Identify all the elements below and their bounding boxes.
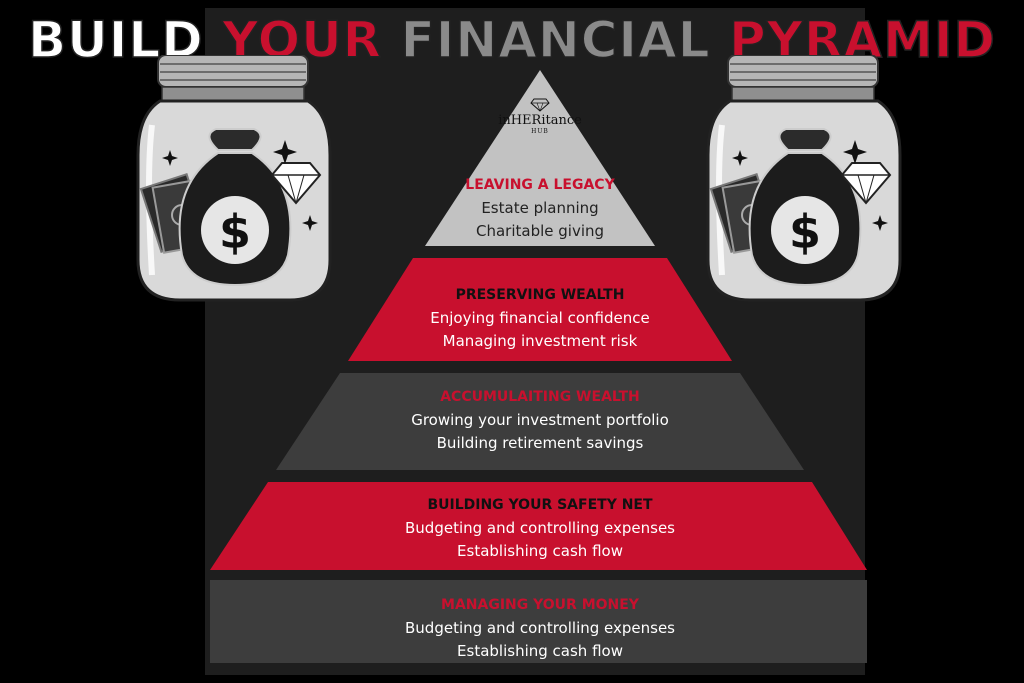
tier-4-line-1: Budgeting and controlling expenses bbox=[405, 519, 675, 537]
jar-lid bbox=[157, 55, 309, 102]
dollar-sign-icon: $ bbox=[219, 205, 251, 259]
tier-5-text: MANAGING YOUR MONEY Budgeting and contro… bbox=[340, 594, 740, 663]
logo-sub: HUB bbox=[531, 128, 549, 135]
tier-5-shape bbox=[210, 580, 867, 663]
tier-3-shape bbox=[276, 373, 804, 470]
sparkle-icon bbox=[162, 140, 318, 231]
diamond-icon bbox=[840, 162, 892, 205]
tier-3-heading: ACCUMULAITING WEALTH bbox=[440, 389, 640, 405]
tier-2-line-2: Managing investment risk bbox=[442, 332, 638, 350]
tier-1-text: LEAVING A LEGACY Estate planning Charita… bbox=[440, 174, 640, 243]
money-bag-icon: $ bbox=[178, 128, 292, 287]
tier-3-line-1: Growing your investment portfolio bbox=[411, 411, 669, 429]
tier-5-heading: MANAGING YOUR MONEY bbox=[441, 597, 639, 613]
tier-5-line-2: Establishing cash flow bbox=[457, 642, 623, 660]
money-bag-icon: $ bbox=[748, 128, 862, 287]
tier-2-heading: PRESERVING WEALTH bbox=[455, 287, 625, 303]
tier-4-text: BUILDING YOUR SAFETY NET Budgeting and c… bbox=[340, 494, 740, 563]
tier-3-line-2: Building retirement savings bbox=[436, 434, 644, 452]
tier-5-line-1: Budgeting and controlling expenses bbox=[405, 619, 675, 637]
money-jar-icon: $ bbox=[136, 55, 332, 302]
diamond-icon bbox=[530, 98, 550, 112]
tier-4-shape bbox=[210, 482, 867, 570]
jar-lid bbox=[727, 55, 879, 102]
tier-1-heading: LEAVING A LEGACY bbox=[465, 177, 615, 193]
money-jar-icon: $ bbox=[706, 55, 902, 302]
tier-3-text: ACCUMULAITING WEALTH Growing your invest… bbox=[360, 386, 720, 455]
tier-2-text: PRESERVING WEALTH Enjoying financial con… bbox=[390, 284, 690, 353]
tier-1-line-1: Estate planning bbox=[481, 199, 599, 217]
tier-4-heading: BUILDING YOUR SAFETY NET bbox=[427, 497, 653, 513]
tier-1-shape bbox=[425, 70, 655, 246]
diamond-icon bbox=[270, 162, 322, 205]
logo-name: inHERitance bbox=[498, 113, 582, 128]
tier-4-line-2: Establishing cash flow bbox=[457, 542, 623, 560]
sparkle-icon bbox=[732, 140, 888, 231]
dollar-sign-icon: $ bbox=[789, 205, 821, 259]
logo: inHERitance HUB bbox=[490, 98, 590, 136]
title-word-3: FINANCIAL bbox=[400, 10, 711, 70]
tier-2-shape bbox=[348, 258, 732, 361]
tier-1-line-2: Charitable giving bbox=[475, 222, 605, 240]
tier-2-line-1: Enjoying financial confidence bbox=[430, 309, 650, 327]
